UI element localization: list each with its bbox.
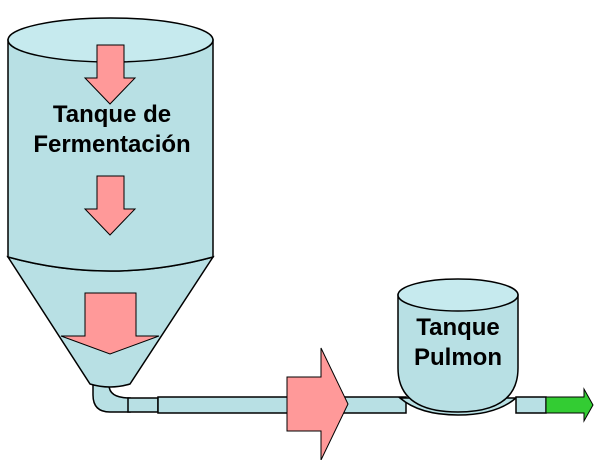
pipe-segment-3	[515, 396, 547, 414]
pipe-segment-1	[127, 397, 159, 413]
down-arrow-icon	[83, 44, 137, 105]
right-arrow-icon	[545, 387, 594, 423]
fermentation-tank-label: Tanque de Fermentación	[12, 100, 212, 160]
buffer-tank-top	[397, 278, 519, 312]
fermentation-tank-body	[7, 39, 214, 272]
fermentation-tank-label-line2: Fermentación	[33, 131, 191, 158]
down-arrow-icon	[83, 175, 137, 236]
buffer-tank-label-line2: Pulmon	[414, 344, 502, 371]
right-arrow-icon	[286, 347, 349, 460]
fermentation-tank-label-line1: Tanque de	[52, 101, 172, 128]
buffer-tank-body	[397, 294, 519, 413]
pipe-segment-2	[157, 396, 407, 414]
buffer-tank-label-line1: Tanque	[416, 314, 500, 341]
elbow-pipe	[92, 384, 131, 413]
down-arrow-icon	[60, 292, 160, 355]
buffer-tank-label: Tanque Pulmon	[398, 313, 518, 373]
